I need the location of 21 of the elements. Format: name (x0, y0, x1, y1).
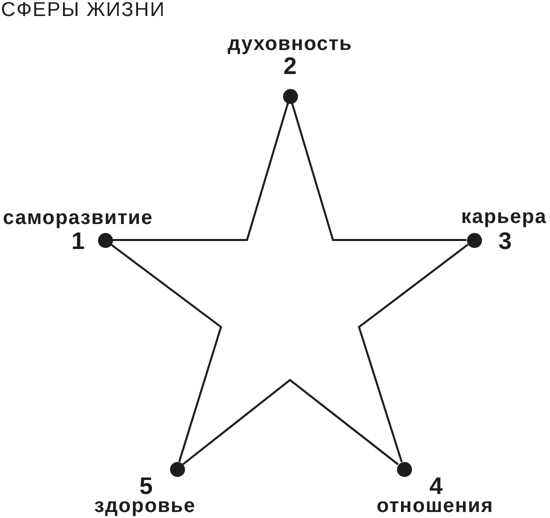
dot-marker (282, 88, 298, 104)
connector-line (291, 102, 466, 241)
dot-marker (170, 462, 184, 476)
point-label: здоровье (94, 496, 196, 516)
point-label: карьера (461, 207, 547, 227)
dot-marker (466, 232, 482, 248)
dot-marker (396, 462, 412, 476)
point-number: 2 (283, 55, 297, 79)
point-label: отношения (376, 496, 494, 516)
diagram-title: СФЕРЫ ЖИЗНИ (1, 0, 166, 20)
connector-line (112, 102, 289, 241)
point-label: духовность (228, 34, 352, 54)
connector-line (110, 244, 222, 462)
point-number: 3 (498, 230, 512, 254)
point-label: саморазвитие (2, 208, 154, 228)
point-number: 5 (139, 475, 153, 499)
point-number: 1 (71, 230, 85, 254)
connector-line (358, 244, 469, 462)
point-number: 4 (429, 475, 443, 499)
connector-line (182, 378, 399, 466)
dot-marker (98, 232, 112, 248)
